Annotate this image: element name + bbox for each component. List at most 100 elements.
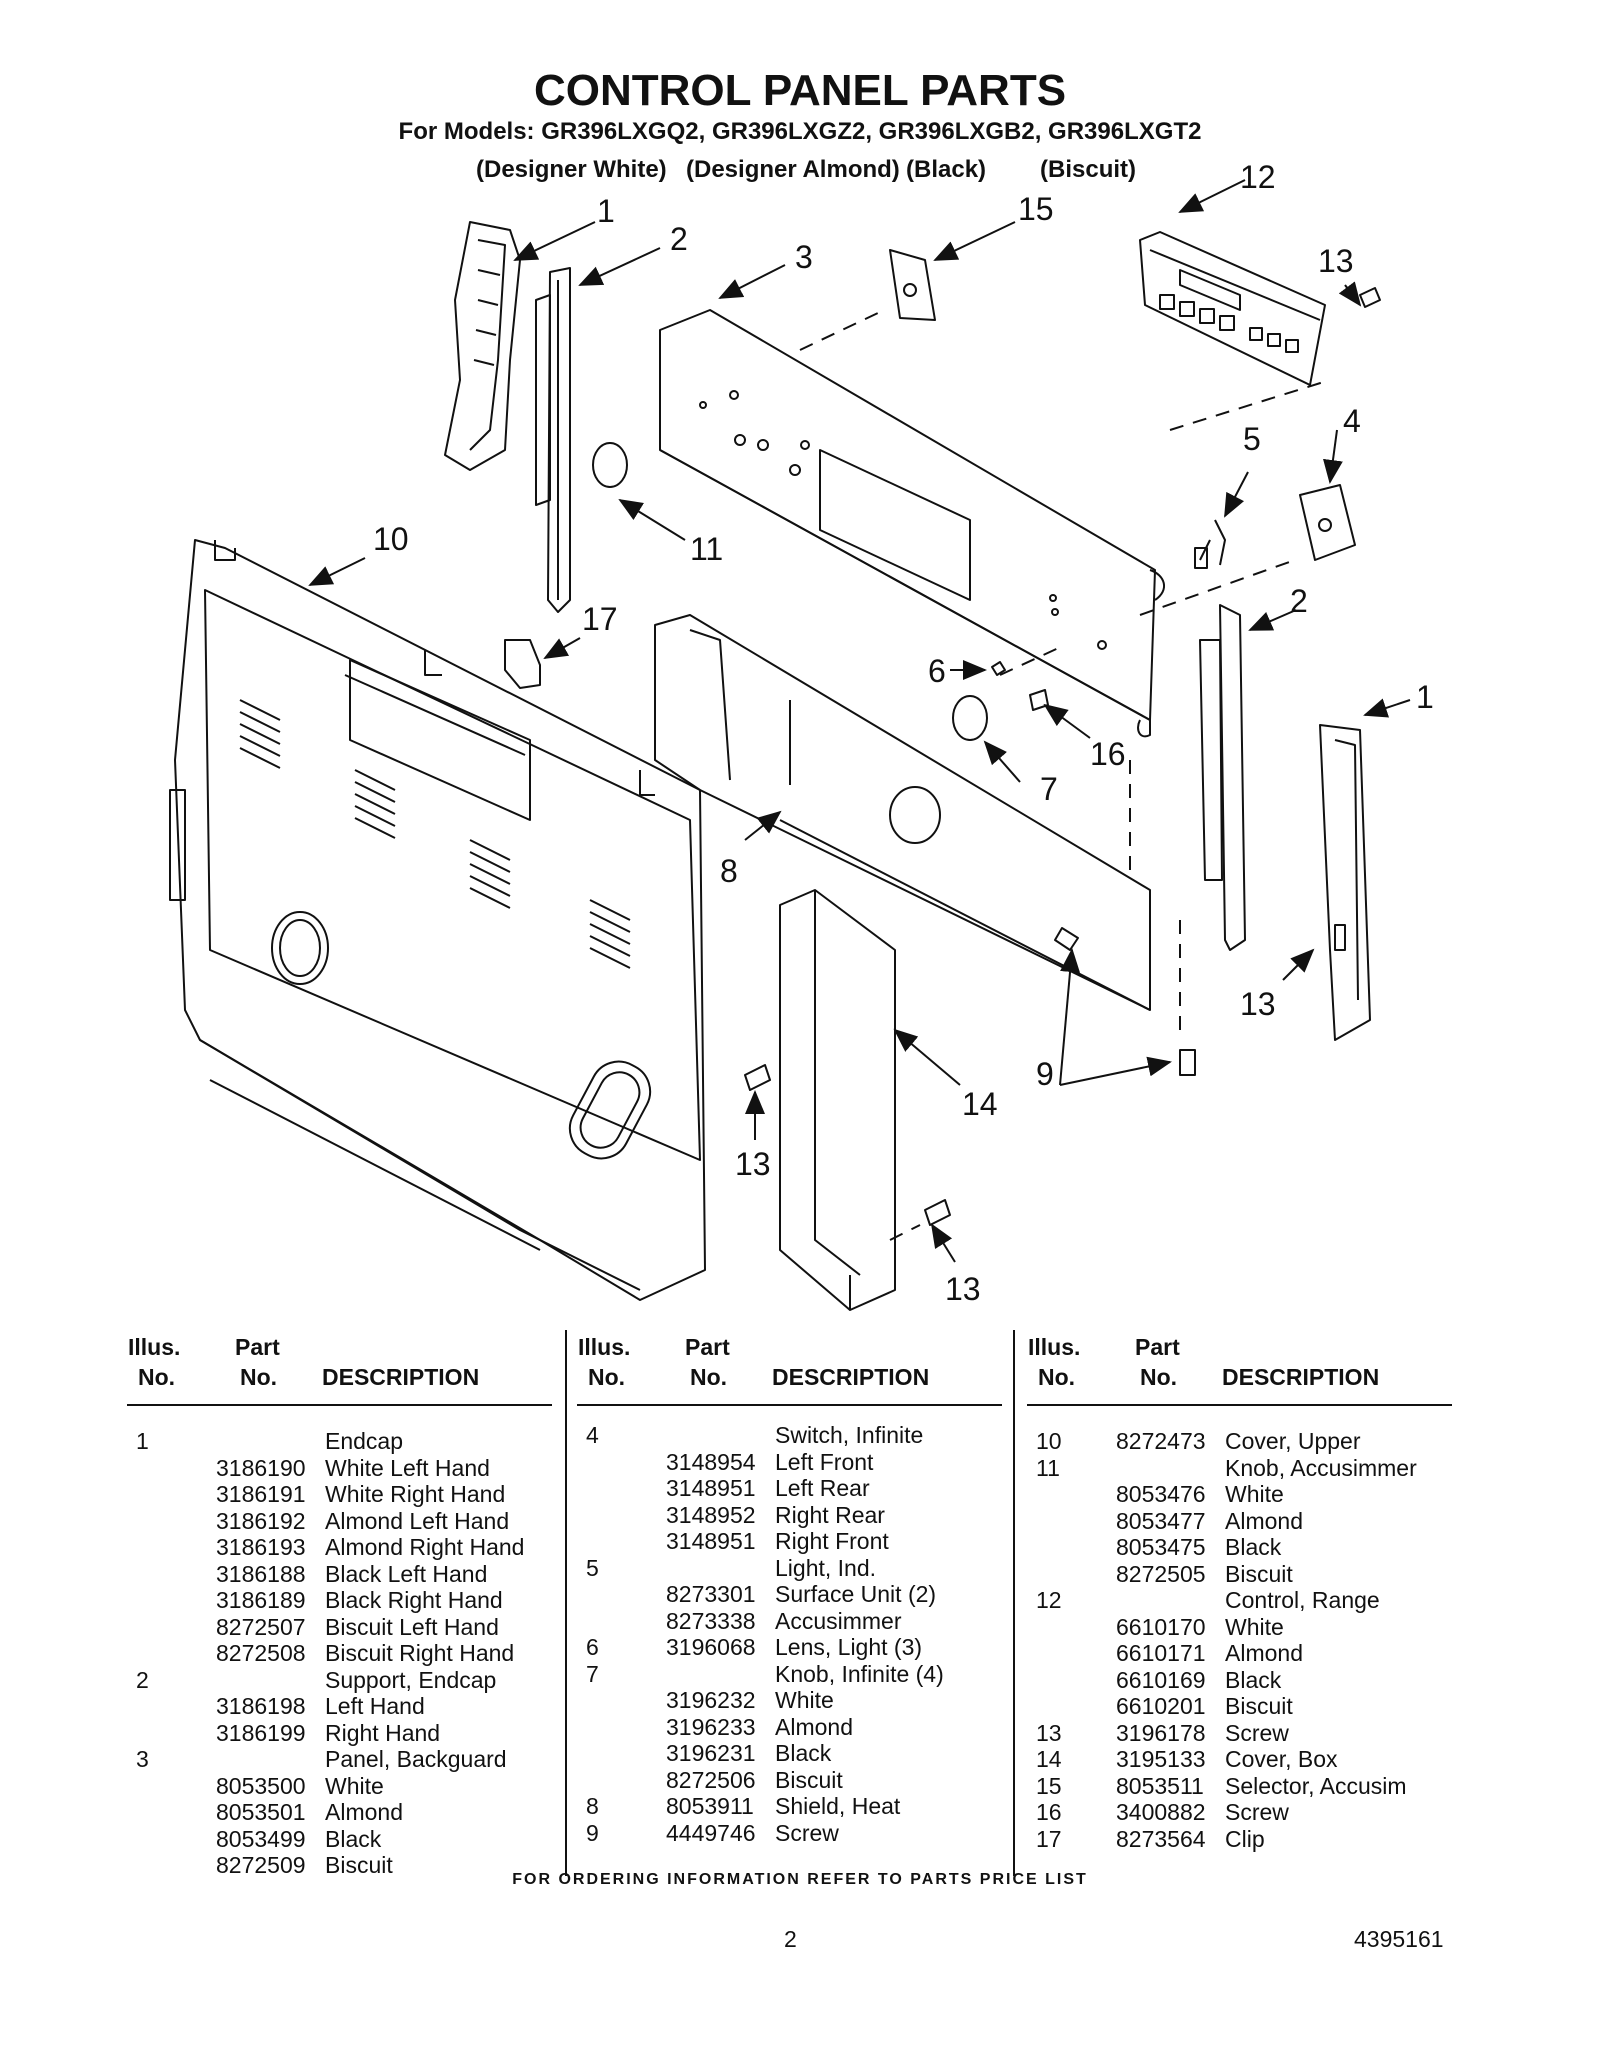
- part-description: Almond: [1225, 1640, 1303, 1666]
- part-description: Endcap: [325, 1428, 404, 1454]
- part-number: 3186190: [216, 1454, 306, 1481]
- part-number: 3148951: [666, 1475, 756, 1501]
- callout-13-top: 13: [1318, 243, 1354, 279]
- alignment-lines: [799, 311, 1331, 1241]
- table-rule: [127, 1404, 552, 1406]
- part-number: 6610201: [1116, 1693, 1206, 1719]
- illus-number: 8: [586, 1793, 599, 1819]
- illus-number: 3: [136, 1746, 149, 1772]
- callout-1-left: 1: [597, 193, 615, 229]
- part-number: 3186198: [216, 1693, 306, 1719]
- part-number: 6610169: [1116, 1666, 1206, 1693]
- header-description: DESCRIPTION: [1222, 1364, 1380, 1390]
- table-header: Illus. No. Part No. DESCRIPTION: [1028, 1334, 1458, 1400]
- page-number: 2: [784, 1926, 797, 1952]
- column-divider: [1013, 1330, 1015, 1876]
- table-row: 1 Endcap: [128, 1428, 558, 1455]
- illus-number: 1: [136, 1428, 149, 1454]
- part-number: 8053911: [666, 1793, 754, 1819]
- callout-13-bottom-right: 13: [945, 1271, 981, 1307]
- part-number: 8272508: [216, 1640, 306, 1666]
- part-description: Screw: [1225, 1799, 1289, 1825]
- part-number: 8273338: [666, 1607, 756, 1634]
- part-description: Cover, Box: [1225, 1746, 1338, 1772]
- header-part: Part: [1135, 1334, 1180, 1360]
- endcap-right-part: [1319, 724, 1371, 1041]
- part-number: 3196231: [666, 1740, 756, 1766]
- part-description: Almond Right Hand: [325, 1534, 525, 1560]
- part-number: 3148954: [666, 1448, 756, 1475]
- part-description: Biscuit: [1225, 1560, 1293, 1587]
- endcap-left-part: [444, 221, 521, 471]
- part-description: Black Left Hand: [325, 1560, 488, 1587]
- part-description: Lens, Light (3): [775, 1634, 923, 1660]
- table-rule: [577, 1404, 1002, 1406]
- illus-number: 10: [1036, 1428, 1062, 1454]
- callout-6: 6: [928, 653, 946, 689]
- table-header: Illus. No. Part No. DESCRIPTION: [578, 1334, 1008, 1400]
- table-row: 3 Panel, Backguard: [128, 1746, 558, 1773]
- part-description: Knob, Accusimmer: [1225, 1454, 1417, 1481]
- part-description: Right Front: [775, 1528, 889, 1554]
- part-description: Right Rear: [775, 1501, 885, 1528]
- callout-15: 15: [1018, 191, 1054, 227]
- part-number: 8273564: [1116, 1825, 1206, 1852]
- infinite-knob-part: [952, 695, 988, 741]
- illus-number: 11: [1036, 1454, 1060, 1481]
- header-description: DESCRIPTION: [322, 1364, 480, 1390]
- part-description: Panel, Backguard: [325, 1746, 507, 1772]
- header-illus-no: No.: [588, 1364, 626, 1390]
- backguard-panel-part: [659, 309, 1165, 738]
- callout-5: 5: [1243, 421, 1261, 457]
- part-description: White Right Hand: [325, 1481, 506, 1507]
- part-description: Surface Unit (2): [775, 1581, 937, 1607]
- part-number: 3196068: [666, 1634, 756, 1660]
- part-description: Almond: [325, 1799, 403, 1825]
- heat-shield-part: [654, 614, 1151, 1011]
- part-number: 8053475: [1116, 1534, 1206, 1560]
- part-number: 3195133: [1116, 1746, 1206, 1772]
- illus-number: 13: [1036, 1719, 1062, 1746]
- illus-number: 5: [586, 1554, 599, 1581]
- header-part: Part: [235, 1334, 280, 1360]
- clip-part: [504, 639, 541, 689]
- illus-number: 15: [1036, 1772, 1062, 1799]
- callout-11: 11: [690, 531, 723, 567]
- header-illus: Illus.: [578, 1334, 631, 1360]
- part-description: Cover, Upper: [1225, 1428, 1361, 1454]
- callout-13-right: 13: [1240, 986, 1276, 1022]
- table-row: 11 Knob, Accusimmer: [1028, 1455, 1458, 1482]
- part-number: 6610170: [1116, 1613, 1206, 1640]
- illus-number: 6: [586, 1634, 599, 1660]
- part-description: White Left Hand: [325, 1454, 490, 1481]
